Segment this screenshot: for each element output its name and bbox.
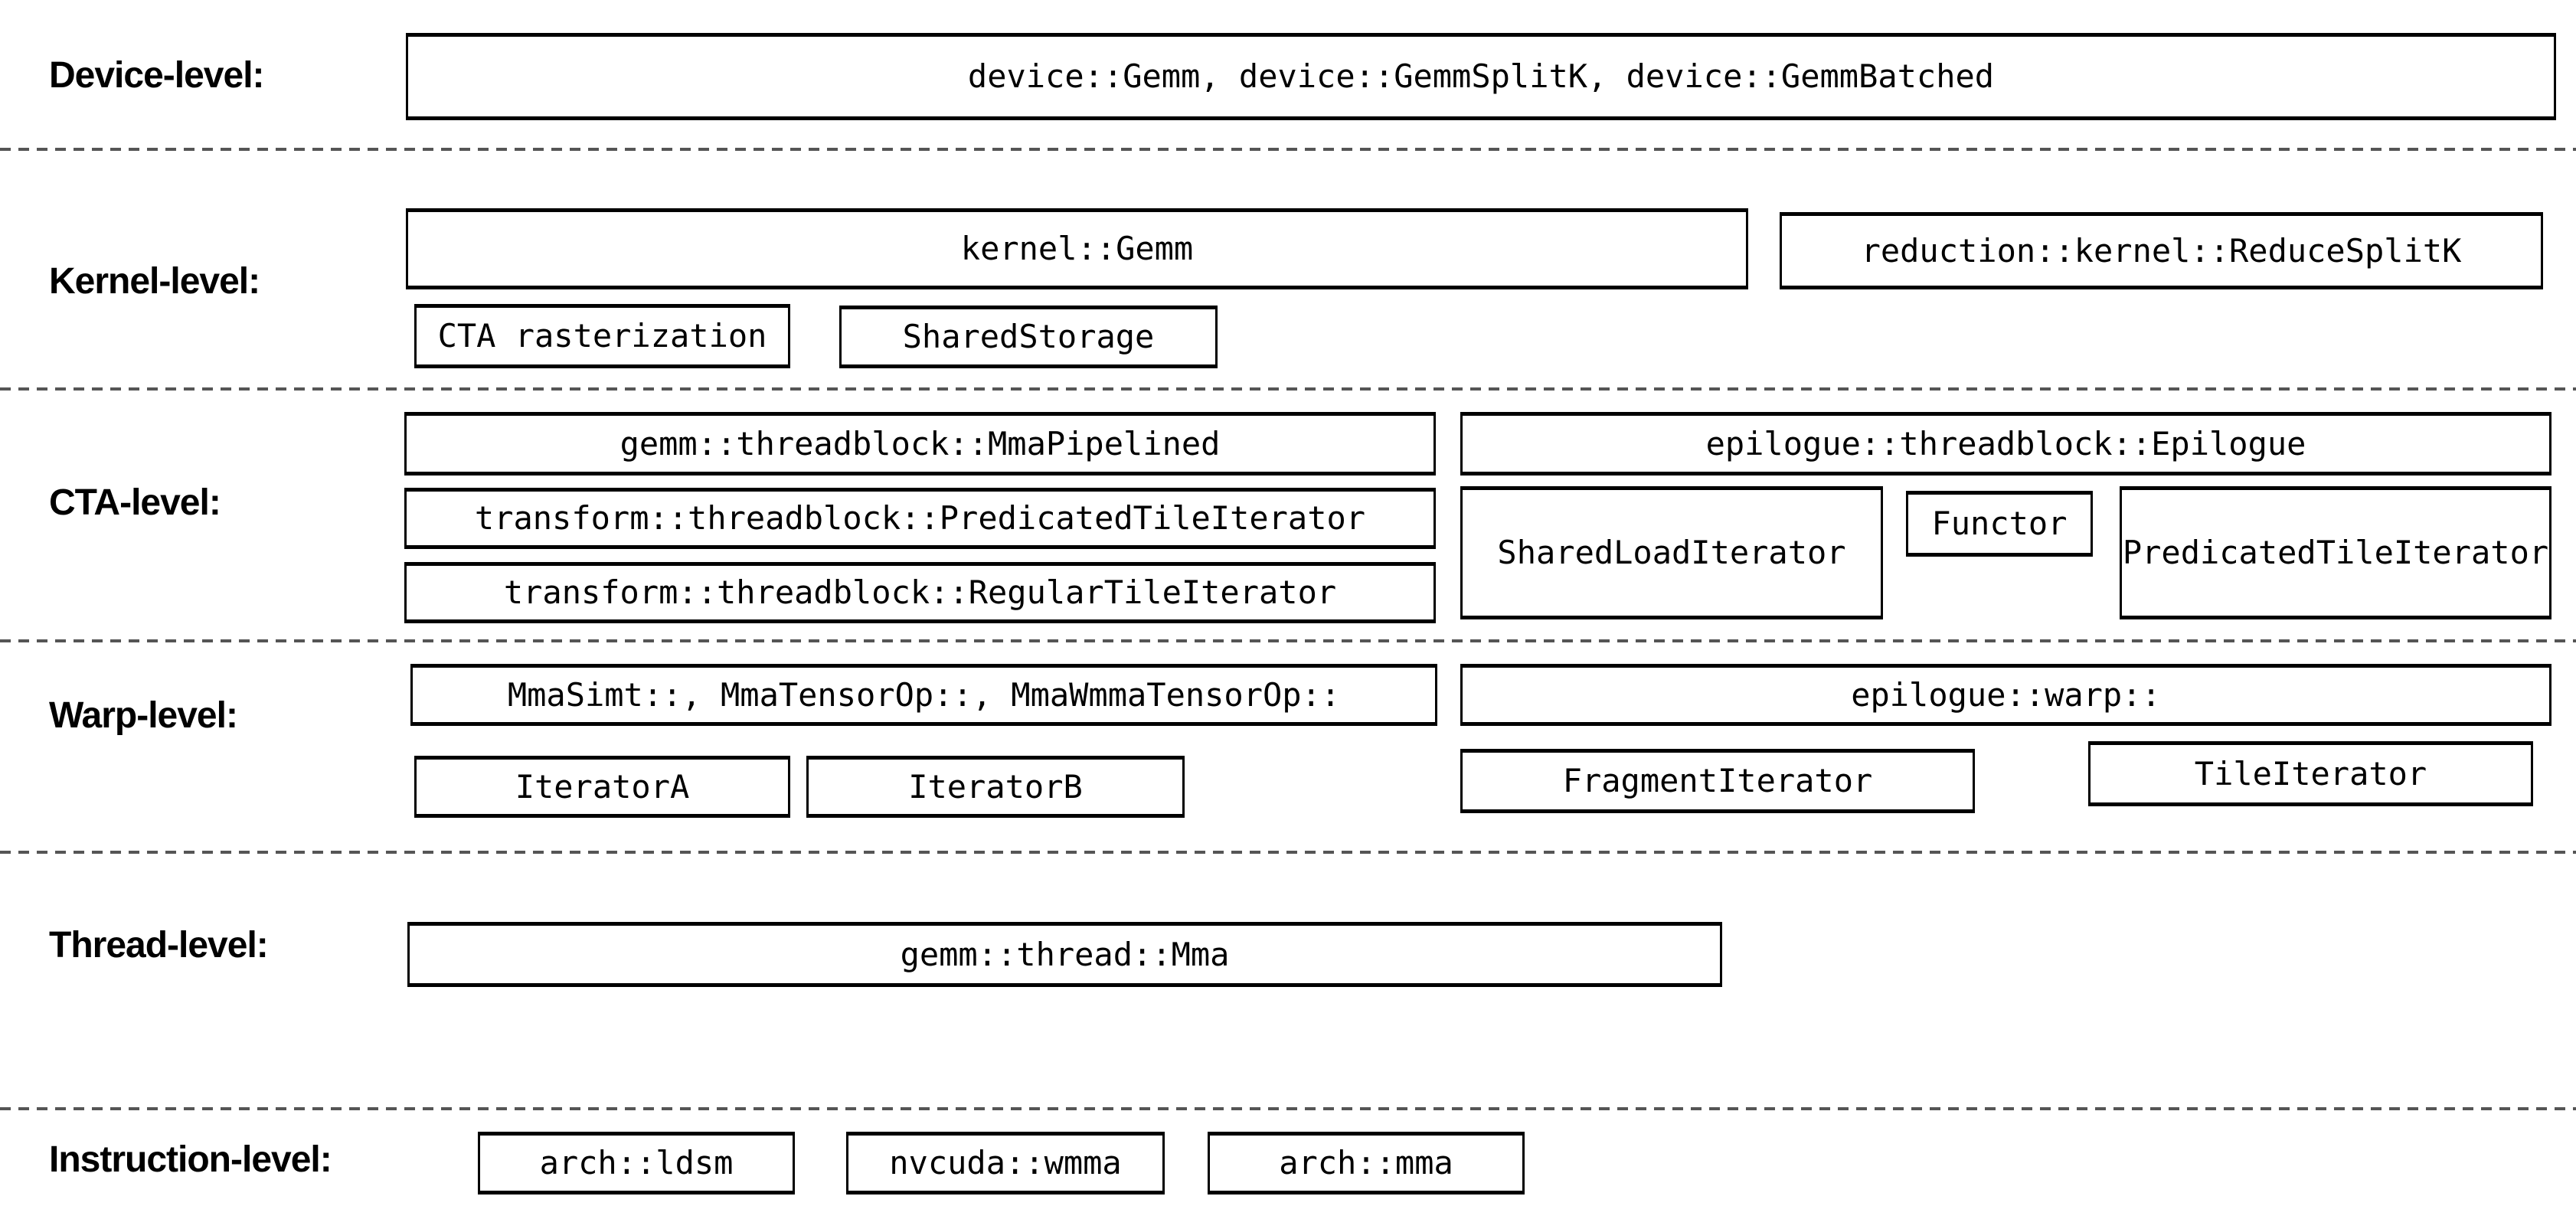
arch-mma-box: arch::mma bbox=[1208, 1132, 1525, 1194]
level-label-thread: Thread-level: bbox=[49, 925, 269, 966]
reduction-kernel-reduce-splitk-box: reduction::kernel::ReduceSplitK bbox=[1780, 212, 2543, 289]
separator-device-kernel bbox=[0, 148, 2576, 151]
cta-rasterization-box: CTA rasterization bbox=[414, 304, 790, 368]
nvcuda-wmma-box: nvcuda::wmma bbox=[846, 1132, 1165, 1194]
level-label-instruction: Instruction-level: bbox=[49, 1139, 332, 1180]
separator-cta-warp bbox=[0, 639, 2576, 642]
level-label-kernel: Kernel-level: bbox=[49, 261, 260, 302]
tile-iterator-box: TileIterator bbox=[2088, 741, 2533, 806]
iterator-a-box: IteratorA bbox=[414, 756, 790, 818]
level-label-device: Device-level: bbox=[49, 55, 265, 96]
device-gemm-apis-box: device::Gemm, device::GemmSplitK, device… bbox=[406, 33, 2556, 120]
fragment-iterator-box: FragmentIterator bbox=[1460, 749, 1975, 813]
functor-box: Functor bbox=[1906, 491, 2093, 557]
kernel-gemm-box: kernel::Gemm bbox=[406, 208, 1748, 289]
epilogue-predicated-tile-iterator-box: PredicatedTileIterator bbox=[2120, 486, 2551, 619]
level-label-warp: Warp-level: bbox=[49, 695, 238, 736]
transform-predicated-tile-iterator-box: transform::threadblock::PredicatedTileIt… bbox=[404, 488, 1436, 549]
level-label-cta: CTA-level: bbox=[49, 482, 221, 523]
warp-mma-ops-box: MmaSimt::, MmaTensorOp::, MmaWmmaTensorO… bbox=[410, 664, 1437, 726]
transform-regular-tile-iterator-box: transform::threadblock::RegularTileItera… bbox=[404, 562, 1436, 623]
separator-thread-instruction bbox=[0, 1107, 2576, 1110]
separator-kernel-cta bbox=[0, 387, 2576, 391]
separator-warp-thread bbox=[0, 851, 2576, 854]
epilogue-warp-box: epilogue::warp:: bbox=[1460, 664, 2551, 726]
shared-load-iterator-box: SharedLoadIterator bbox=[1460, 486, 1883, 619]
gemm-thread-mma-box: gemm::thread::Mma bbox=[407, 922, 1722, 987]
gemm-threadblock-mma-pipelined-box: gemm::threadblock::MmaPipelined bbox=[404, 412, 1436, 476]
iterator-b-box: IteratorB bbox=[806, 756, 1185, 818]
shared-storage-box: SharedStorage bbox=[839, 306, 1218, 368]
epilogue-threadblock-epilogue-box: epilogue::threadblock::Epilogue bbox=[1460, 412, 2551, 476]
arch-ldsm-box: arch::ldsm bbox=[478, 1132, 795, 1194]
